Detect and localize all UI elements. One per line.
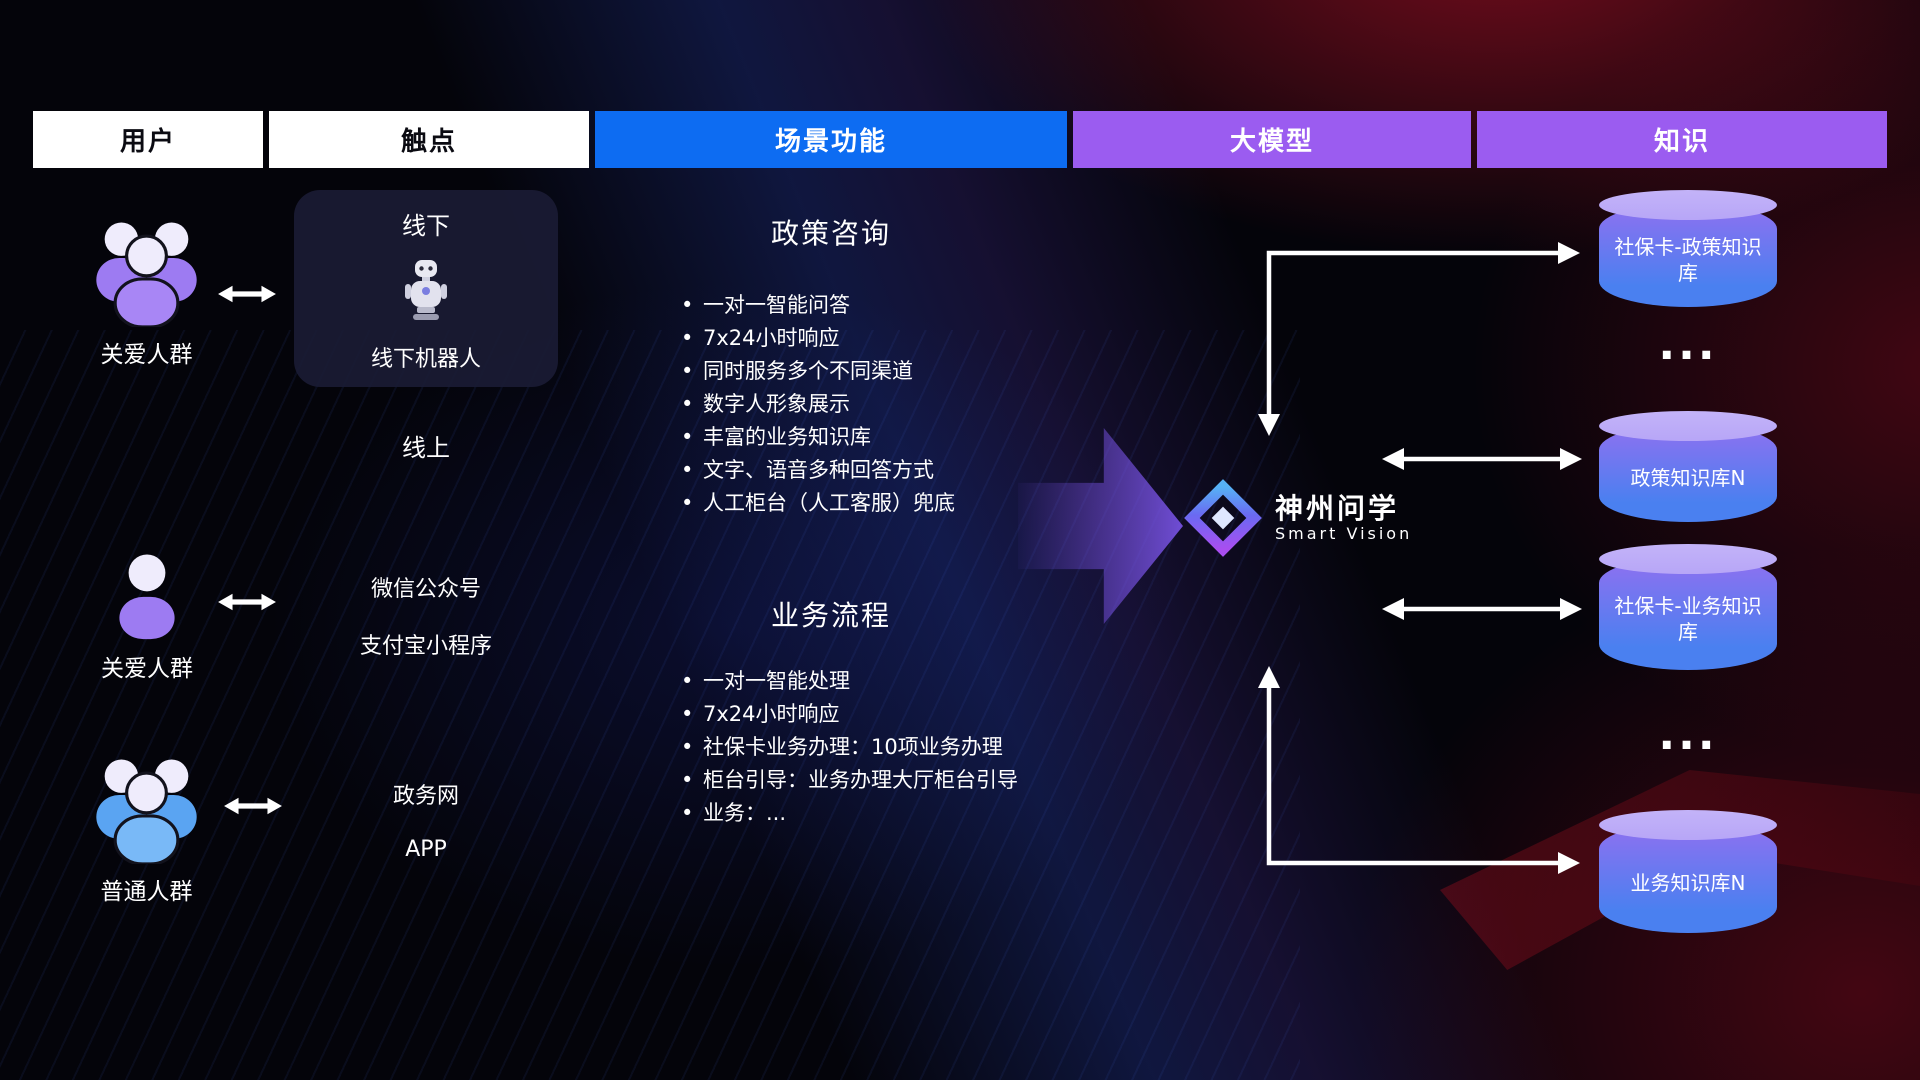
list-item: 业务：... [679, 797, 1099, 830]
user-single-care: 关爱人群 [97, 549, 197, 683]
header-large-model: 大模型 [1073, 111, 1471, 168]
model-name: 神州问学 [1275, 491, 1400, 525]
scenario-title-policy: 政策咨询 [770, 217, 891, 250]
user-label: 普通人群 [100, 879, 193, 905]
kb-label: 社保卡-政策知识库 [1614, 235, 1762, 285]
diamond-logo-icon [1184, 479, 1262, 557]
double-arrow-icon [218, 593, 276, 611]
robot-icon [405, 260, 447, 320]
kb-cylinder-business-ssc: 社保卡-业务知识库 [1599, 544, 1777, 670]
scenario-title-business: 业务流程 [770, 599, 891, 632]
model-subtitle: Smart Vision [1275, 523, 1413, 543]
smart-vision-logo: 神州问学 Smart Vision [1184, 479, 1412, 557]
kb-cylinder-policy-ssc: 社保卡-政策知识库 [1599, 190, 1777, 307]
offline-robot-label: 线下机器人 [370, 347, 481, 372]
online-title: 线上 [402, 434, 450, 462]
list-item: 丰富的业务知识库 [679, 421, 1099, 454]
list-item: 数字人形象展示 [679, 388, 1099, 421]
list-item: 同时服务多个不同渠道 [679, 355, 1099, 388]
user-label: 关爱人群 [101, 656, 193, 682]
header-touchpoints: 触点 [269, 111, 589, 168]
kb-label: 政策知识库N [1630, 466, 1746, 490]
user-group-care-1: 关爱人群 [79, 212, 214, 369]
business-feature-list: 一对一智能处理 7x24小时响应 社保卡业务办理：10项业务办理 柜台引导：业务… [679, 665, 1099, 830]
channel-app: APP [405, 837, 447, 862]
kb-label: 业务知识库N [1630, 871, 1746, 895]
user-label: 关爱人群 [100, 342, 193, 368]
channel-wechat: 微信公众号 [370, 577, 481, 602]
header-scene-functions: 场景功能 [595, 111, 1067, 168]
list-item: 柜台引导：业务办理大厅柜台引导 [679, 764, 1099, 797]
channel-alipay: 支付宝小程序 [359, 634, 492, 659]
policy-feature-list: 一对一智能问答 7x24小时响应 同时服务多个不同渠道 数字人形象展示 丰富的业… [679, 289, 1099, 520]
header-knowledge: 知识 [1477, 111, 1887, 168]
kb-cylinder-business-n: 业务知识库N [1599, 810, 1777, 933]
kb-label: 社保卡-业务知识库 [1614, 593, 1762, 644]
list-item: 文字、语音多种回答方式 [679, 454, 1099, 487]
double-arrow-icon [218, 285, 276, 303]
list-item: 一对一智能问答 [679, 289, 1099, 322]
channel-gov-web: 政务网 [392, 784, 459, 809]
double-arrow-icon [224, 797, 282, 815]
user-group-icon [96, 222, 197, 327]
kb-ellipsis: ... [1658, 709, 1718, 760]
list-item: 7x24小时响应 [679, 322, 1099, 355]
list-item: 社保卡业务办理：10项业务办理 [679, 731, 1099, 764]
offline-title: 线下 [402, 212, 450, 240]
list-item: 一对一智能处理 [679, 665, 1099, 698]
list-item: 7x24小时响应 [679, 698, 1099, 731]
user-single-icon [119, 554, 175, 640]
offline-panel: 线下 线下机器人 [294, 190, 558, 387]
user-group-ordinary: 普通人群 [79, 749, 214, 906]
list-item: 人工柜台（人工客服）兜底 [679, 487, 1099, 520]
header-users: 用户 [33, 111, 263, 168]
kb-ellipsis: ... [1658, 319, 1718, 370]
kb-cylinder-policy-n: 政策知识库N [1599, 411, 1777, 522]
user-group-icon [96, 759, 197, 864]
